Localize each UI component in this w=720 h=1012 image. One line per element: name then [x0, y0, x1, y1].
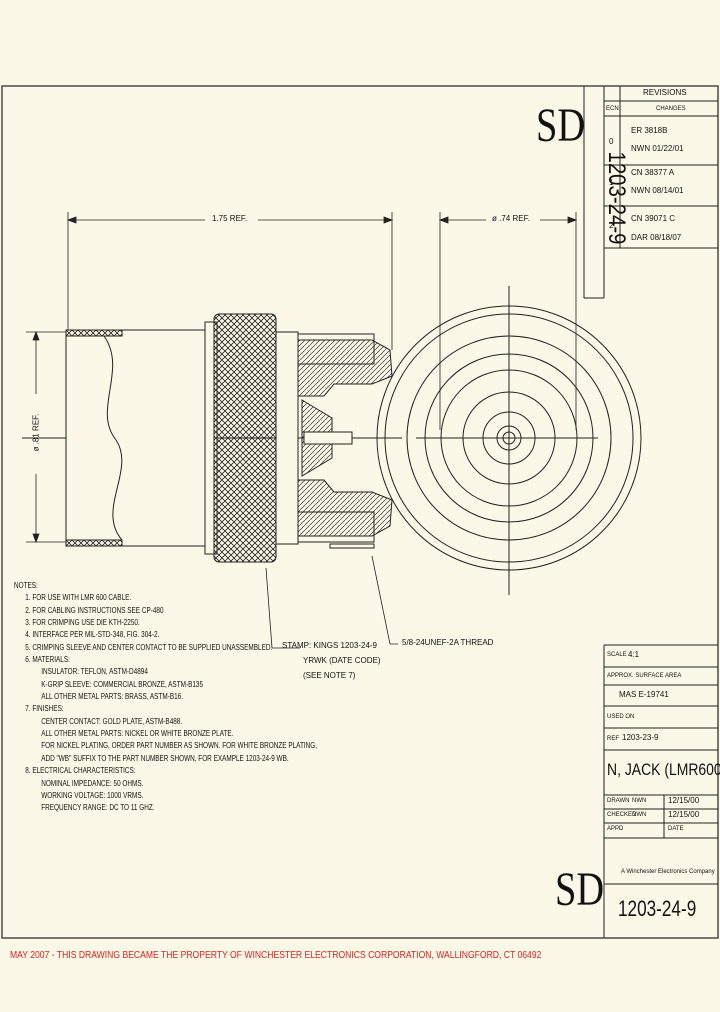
note-3: 3. FOR CRIMPING USE DIE KTH-2250. — [25, 618, 140, 628]
ownership-footer: MAY 2007 - THIS DRAWING BECAME THE PROPE… — [10, 950, 542, 961]
revision-2-line1: CN 39071 C — [631, 214, 676, 223]
material-2: K-GRIP SLEEVE: COMMERCIAL BRONZE, ASTM-B… — [41, 679, 204, 689]
revisions-table — [583, 86, 718, 299]
sd-mark-bottom: SD — [555, 863, 605, 916]
date-label: DATE — [668, 826, 684, 832]
revision-2-line2: DAR 08/18/07 — [631, 233, 682, 242]
thread-callout: 5/8-24UNEF-2A THREAD — [402, 638, 494, 647]
checked-by: NWN — [632, 812, 647, 818]
revisions-col-changes: CHANGES — [656, 106, 686, 112]
revision-1-line2: NWN 08/14/01 — [631, 186, 684, 195]
revision-1-number: 1 — [609, 178, 614, 187]
front-diameter-label: ø .74 REF. — [492, 214, 530, 223]
ref-value: 1203-23-9 — [622, 733, 659, 742]
mas-value: MAS E-19741 — [619, 690, 669, 699]
surface-area-label: APPROX. SURFACE AREA — [607, 673, 682, 679]
company-name: A Winchester Electronics Company — [621, 869, 715, 875]
front-diameter-dimension — [438, 212, 578, 430]
finish-4: ADD "WB" SUFFIX TO THE PART NUMBER SHOWN… — [41, 753, 289, 763]
note-7: 7. FINISHES: — [25, 704, 64, 714]
side-diameter-dimension — [26, 330, 66, 544]
electrical-2: WORKING VOLTAGE: 1000 VRMS. — [41, 790, 144, 800]
note-2: 2. FOR CABLING INSTRUCTIONS SEE CP-480 — [25, 605, 164, 615]
revision-0-line1: ER 3818B — [631, 126, 668, 135]
title-block-lines — [603, 644, 718, 938]
note-6: 6. MATERIALS: — [25, 655, 70, 665]
length-dimension — [66, 212, 394, 350]
finish-3: FOR NICKEL PLATING, ORDER PART NUMBER AS… — [41, 741, 318, 751]
front-view — [376, 305, 642, 571]
callout-leaders — [265, 555, 398, 649]
sd-mark-top: SD — [536, 99, 586, 152]
sheet-border — [1, 85, 719, 939]
notes-heading: NOTES: — [14, 581, 38, 590]
checked-date: 12/15/00 — [668, 810, 700, 819]
revisions-title: REVISIONS — [643, 88, 687, 97]
electrical-1: NOMINAL IMPEDANCE: 50 OHMS. — [41, 778, 144, 788]
scale-value: 4:1 — [628, 650, 640, 659]
finish-1: CENTER CONTACT: GOLD PLATE, ASTM-B488. — [41, 716, 183, 726]
ref-label: REF — [607, 736, 619, 742]
drawn-by: NWN — [632, 798, 647, 804]
drawing-title: N, JACK (LMR600) — [607, 760, 720, 779]
note-1: 1. FOR USE WITH LMR 600 CABLE. — [25, 593, 132, 603]
checked-label: CHECKED — [607, 812, 637, 818]
crimp-sleeve — [65, 329, 211, 547]
used-on-label: USED ON — [607, 714, 635, 720]
revision-0-number: 0 — [609, 137, 614, 146]
side-diameter-label: ø .81 REF. — [31, 413, 41, 452]
stamp-callout-line1: STAMP: KINGS 1203-24-9 — [282, 641, 377, 650]
part-number: 1203-24-9 — [618, 896, 697, 921]
note-8: 8. ELECTRICAL CHARACTERISTICS: — [25, 766, 136, 776]
material-1: INSULATOR: TEFLON, ASTM-D4894 — [41, 667, 148, 677]
appd-label: APPD — [607, 826, 624, 832]
finish-2: ALL OTHER METAL PARTS: NICKEL OR WHITE B… — [41, 729, 234, 739]
revision-0-line2: NWN 01/22/01 — [631, 144, 684, 153]
drawn-date: 12/15/00 — [668, 796, 700, 805]
drawn-label: DRAWN — [607, 798, 630, 804]
note-4: 4. INTERFACE PER MIL-STD-348, FIG. 304-2… — [25, 630, 160, 640]
revision-1-line1: CN 38377 A — [631, 168, 675, 177]
material-3: ALL OTHER METAL PARTS: BRASS, ASTM-B16. — [41, 692, 183, 702]
revisions-col-ecn: ECN — [606, 106, 619, 112]
note-5: 5. CRIMPING SLEEVE AND CENTER CONTACT TO… — [25, 642, 273, 652]
stamp-callout-line2: YRWK (DATE CODE) — [303, 656, 381, 665]
jack-body-section — [297, 333, 393, 549]
knurled-nut — [204, 313, 299, 563]
revision-2-number: 2 — [609, 221, 614, 230]
length-dimension-label: 1.75 REF. — [212, 214, 248, 223]
vertical-part-number: 1203-24-9 — [603, 151, 630, 245]
electrical-3: FREQUENCY RANGE: DC TO 11 GHZ. — [41, 803, 155, 813]
drawing-notes: NOTES: 1. FOR USE WITH LMR 600 CABLE. 2.… — [14, 580, 317, 815]
scale-label: SCALE — [607, 652, 627, 658]
stamp-callout-line3: (SEE NOTE 7) — [303, 671, 356, 680]
